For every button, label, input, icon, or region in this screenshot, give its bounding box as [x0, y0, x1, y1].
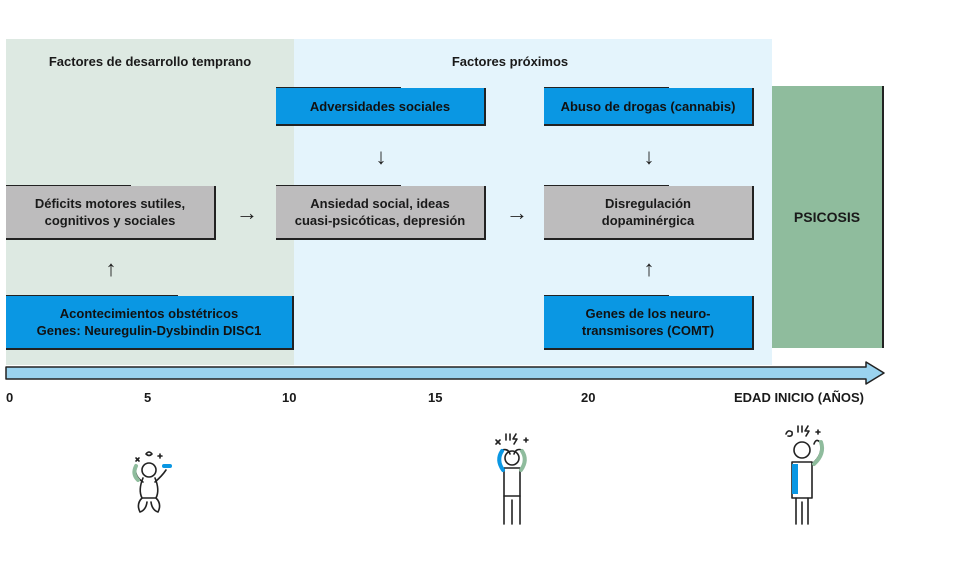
genes-nt-box: Genes de los neuro- transmisores (COMT): [544, 295, 754, 350]
baby-distressed-icon: [132, 451, 172, 513]
arrow-down-1: ↓: [375, 144, 387, 169]
tick-0: 0: [6, 390, 14, 405]
arrow-up-1: ↑: [105, 256, 117, 281]
arrow-down-2: ↓: [643, 144, 655, 169]
early-factors-title: Factores de desarrollo temprano: [48, 54, 252, 69]
tick-20: 20: [581, 390, 596, 405]
teen-distressed-icon: [495, 433, 529, 525]
tick-5: 5: [144, 390, 152, 405]
dopamine-box: Disregulación dopaminérgica: [544, 185, 754, 240]
arrow-right-2: →: [506, 200, 528, 225]
tick-10: 10: [282, 390, 297, 405]
arrow-right-1: →: [236, 200, 258, 225]
drug-abuse-box: Abuso de drogas (cannabis): [544, 87, 754, 126]
deficits-box: Déficits motores sutiles, cognitivos y s…: [6, 185, 216, 240]
adult-distressed-icon: [785, 425, 825, 525]
tick-15: 15: [428, 390, 443, 405]
psychosis-box: PSICOSIS: [772, 86, 884, 348]
arrow-up-2: ↑: [643, 256, 655, 281]
social-adversity-box: Adversidades sociales: [276, 87, 486, 126]
anxiety-box: Ansiedad social, ideas cuasi-psicóticas,…: [276, 185, 486, 240]
axis-label: EDAD INICIO (AÑOS): [734, 390, 864, 405]
obstetric-box: Acontecimientos obstétricos Genes: Neure…: [6, 295, 294, 350]
timeline-arrow: [5, 361, 885, 385]
proximal-factors-title: Factores próximos: [451, 54, 569, 69]
